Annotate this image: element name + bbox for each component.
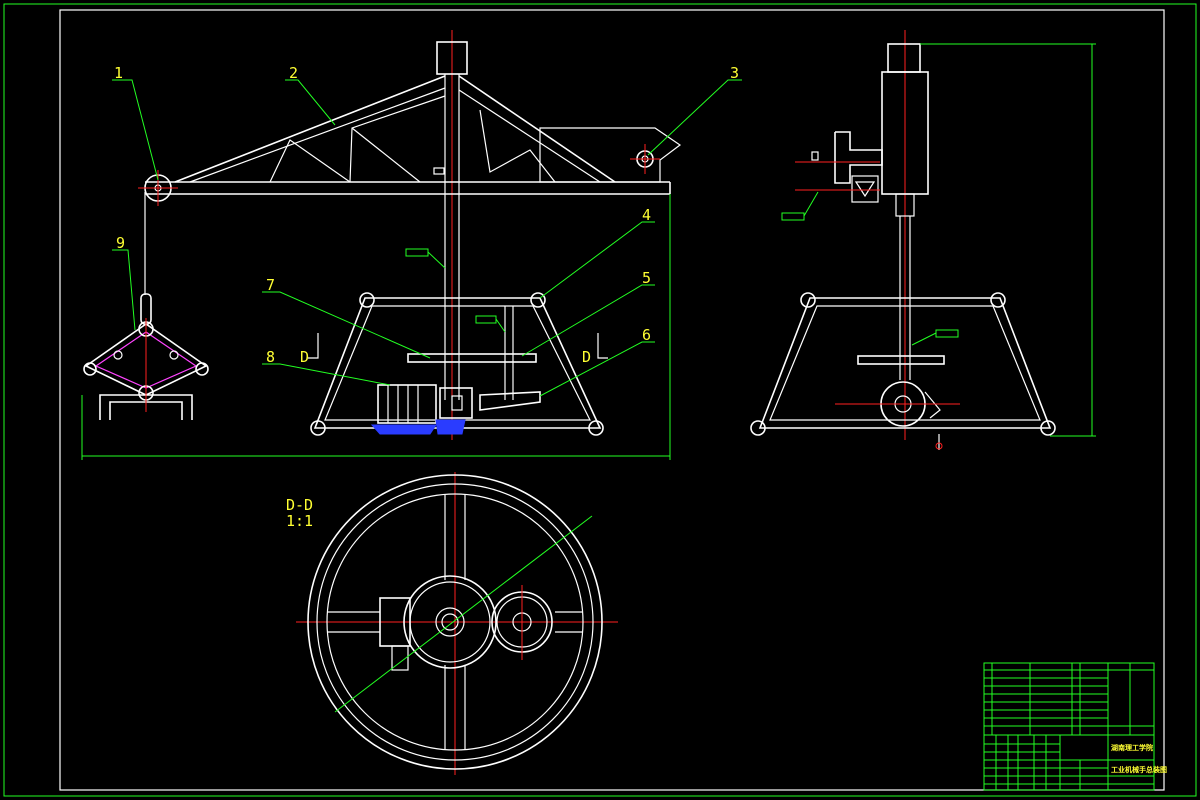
base-wheel-outer (307, 474, 603, 770)
inner-frame (59, 9, 1165, 791)
section-scale: 1:1 (286, 512, 313, 530)
counterweight-housing (539, 127, 682, 183)
side-view (750, 30, 1096, 450)
side-arm-bracket (834, 131, 883, 184)
gearbox (439, 387, 473, 419)
gripper-frame (84, 323, 208, 396)
rotary-plate-7 (407, 353, 537, 363)
title-block-drawing-name: 工业机械手总装图 (1111, 765, 1167, 774)
part-label-2: 2 (289, 64, 298, 82)
section-marker-right: D (582, 348, 591, 366)
part-callouts: 1 2 3 4 5 6 7 8 9 (112, 64, 742, 397)
title-block-school: 湖南理工学院 (1111, 743, 1153, 752)
part-label-9: 9 (116, 234, 125, 252)
section-title: D-D (286, 496, 313, 514)
part-label-6: 6 (642, 326, 651, 344)
motor-base (370, 424, 437, 435)
front-view: D D (81, 30, 682, 460)
column-top-cap (436, 41, 468, 75)
title-block: 湖南理工学院 工业机械手总装图 (983, 662, 1167, 791)
arm-6 (479, 391, 541, 411)
gripper-9 (83, 293, 209, 420)
part-label-1: 1 (114, 64, 123, 82)
section-marker-left: D (300, 348, 309, 366)
part-label-4: 4 (642, 206, 651, 224)
part-label-5: 5 (642, 269, 651, 287)
part-label-8: 8 (266, 348, 275, 366)
motor-8 (377, 384, 437, 424)
part-label-7: 7 (266, 276, 275, 294)
part-label-3: 3 (730, 64, 739, 82)
section-d-d-view: D-D 1:1 (286, 472, 618, 775)
outer-border (3, 3, 1197, 797)
base-frame (310, 292, 604, 436)
large-gear (403, 575, 497, 669)
jib-truss-top-chord (174, 75, 446, 183)
